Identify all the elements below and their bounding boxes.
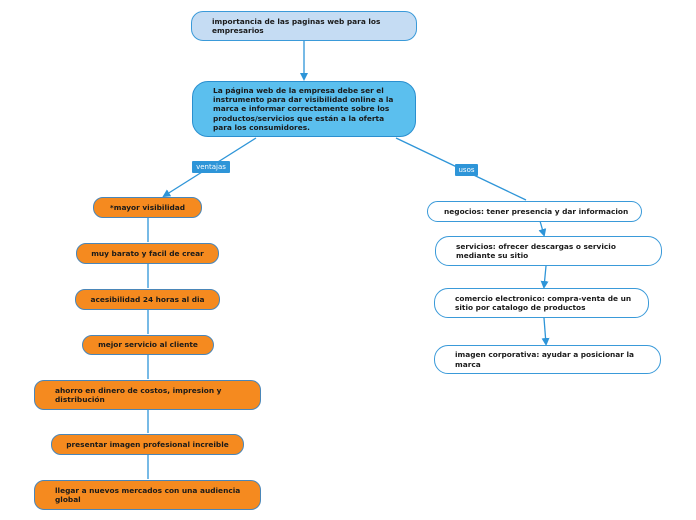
uso-node-4[interactable]: imagen corporativa: ayudar a posicionar … bbox=[434, 345, 661, 374]
ventaja-node-4[interactable]: mejor servicio al cliente bbox=[82, 335, 214, 355]
ventaja-node-6[interactable]: presentar imagen profesional increible bbox=[51, 434, 244, 455]
label-ventajas: ventajas bbox=[192, 161, 230, 173]
root-node-text: importancia de las paginas web para los … bbox=[212, 16, 381, 35]
uso-text: servicios: ofrecer descargas o servicio … bbox=[456, 241, 616, 260]
label-usos: usos bbox=[455, 164, 478, 176]
root-node[interactable]: importancia de las paginas web para los … bbox=[191, 11, 417, 41]
uso-node-1[interactable]: negocios: tener presencia y dar informac… bbox=[427, 201, 642, 222]
ventaja-text: *mayor visibilidad bbox=[109, 202, 186, 212]
ventaja-text: acesibilidad 24 horas al dia bbox=[90, 294, 205, 304]
ventaja-node-1[interactable]: *mayor visibilidad bbox=[93, 197, 202, 218]
uso-text: imagen corporativa: ayudar a posicionar … bbox=[455, 350, 635, 369]
main-node[interactable]: La página web de la empresa debe ser el … bbox=[192, 81, 416, 137]
uso-node-2[interactable]: servicios: ofrecer descargas o servicio … bbox=[435, 236, 662, 266]
ventaja-text: presentar imagen profesional increible bbox=[66, 439, 229, 449]
uso-node-3[interactable]: comercio electronico: compra-venta de un… bbox=[434, 288, 649, 318]
ventaja-text: llegar a nuevos mercados con una audienc… bbox=[55, 485, 241, 504]
ventaja-node-3[interactable]: acesibilidad 24 horas al dia bbox=[75, 289, 220, 310]
ventaja-text: mejor servicio al cliente bbox=[98, 340, 198, 350]
ventaja-node-5[interactable]: ahorro en dinero de costos, impresion y … bbox=[34, 380, 261, 410]
ventaja-text: ahorro en dinero de costos, impresion y … bbox=[55, 385, 222, 404]
main-node-text: La página web de la empresa debe ser el … bbox=[213, 85, 394, 132]
usos-chain bbox=[538, 220, 550, 346]
ventaja-node-2[interactable]: muy barato y facil de crear bbox=[76, 243, 219, 264]
ventaja-node-7[interactable]: llegar a nuevos mercados con una audienc… bbox=[34, 480, 261, 510]
ventaja-text: muy barato y facil de crear bbox=[91, 248, 204, 258]
uso-text: comercio electronico: compra-venta de un… bbox=[455, 293, 632, 312]
uso-text: negocios: tener presencia y dar informac… bbox=[444, 206, 629, 216]
